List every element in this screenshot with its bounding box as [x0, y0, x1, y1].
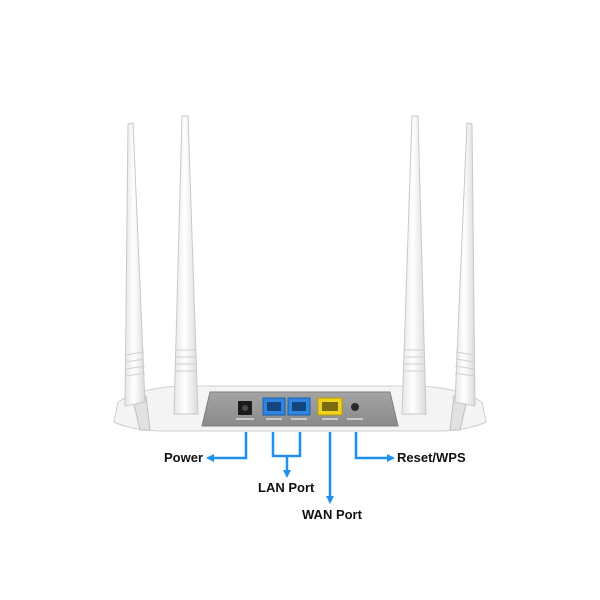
reset-wps-label: Reset/WPS — [397, 450, 466, 465]
power-port — [236, 401, 254, 420]
antenna-right — [401, 115, 427, 415]
power-label: Power — [164, 450, 204, 465]
antenna-far-left — [124, 122, 146, 407]
lan-port-label: LAN Port — [258, 480, 315, 495]
power-arrow — [206, 432, 248, 462]
lan-port-2 — [287, 397, 311, 420]
lan-port-1 — [262, 397, 286, 420]
antenna-left — [173, 115, 199, 415]
reset-wps-button — [347, 403, 363, 420]
reset-wps-arrow — [354, 432, 395, 462]
wan-port-label: WAN Port — [302, 507, 362, 522]
antenna-far-right — [454, 122, 476, 407]
wan-port — [317, 397, 343, 420]
lan-arrow — [271, 432, 302, 478]
